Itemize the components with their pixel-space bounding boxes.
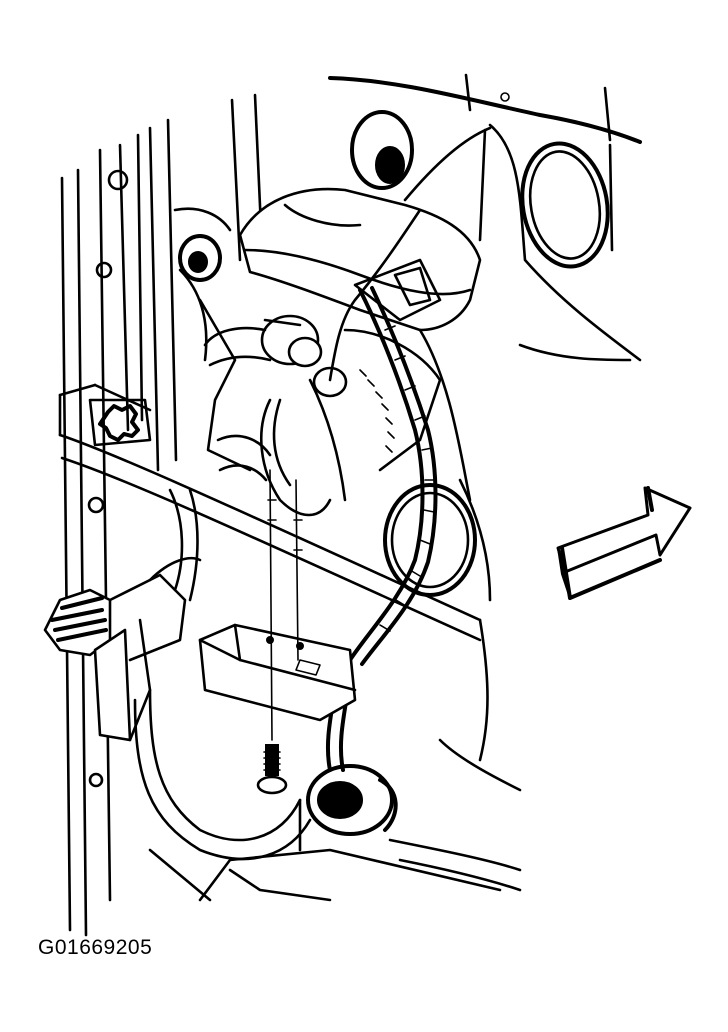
- direction-arrow-icon: [556, 486, 692, 600]
- mounting-nut-upper: [350, 110, 414, 190]
- diagonal-brace: [58, 383, 482, 642]
- left-bracket: [88, 398, 152, 447]
- alignment-lines: [267, 469, 303, 741]
- round-opening: [520, 141, 610, 269]
- switch-bracket: [198, 623, 357, 722]
- figure-id-label: G01669205: [38, 936, 153, 959]
- bolt: [256, 744, 288, 795]
- dash-panel: [230, 73, 642, 362]
- floor: [148, 738, 522, 902]
- right-panel: [383, 328, 492, 762]
- pedal-pivot: [260, 314, 323, 368]
- adjuster-sector: [308, 258, 442, 502]
- upper-cable: [203, 208, 422, 382]
- switch-wire: [216, 398, 332, 517]
- grommet: [306, 764, 398, 836]
- pedal-arm: [133, 488, 312, 861]
- pedal-bracket: [173, 187, 482, 472]
- body-pillar: [60, 118, 178, 937]
